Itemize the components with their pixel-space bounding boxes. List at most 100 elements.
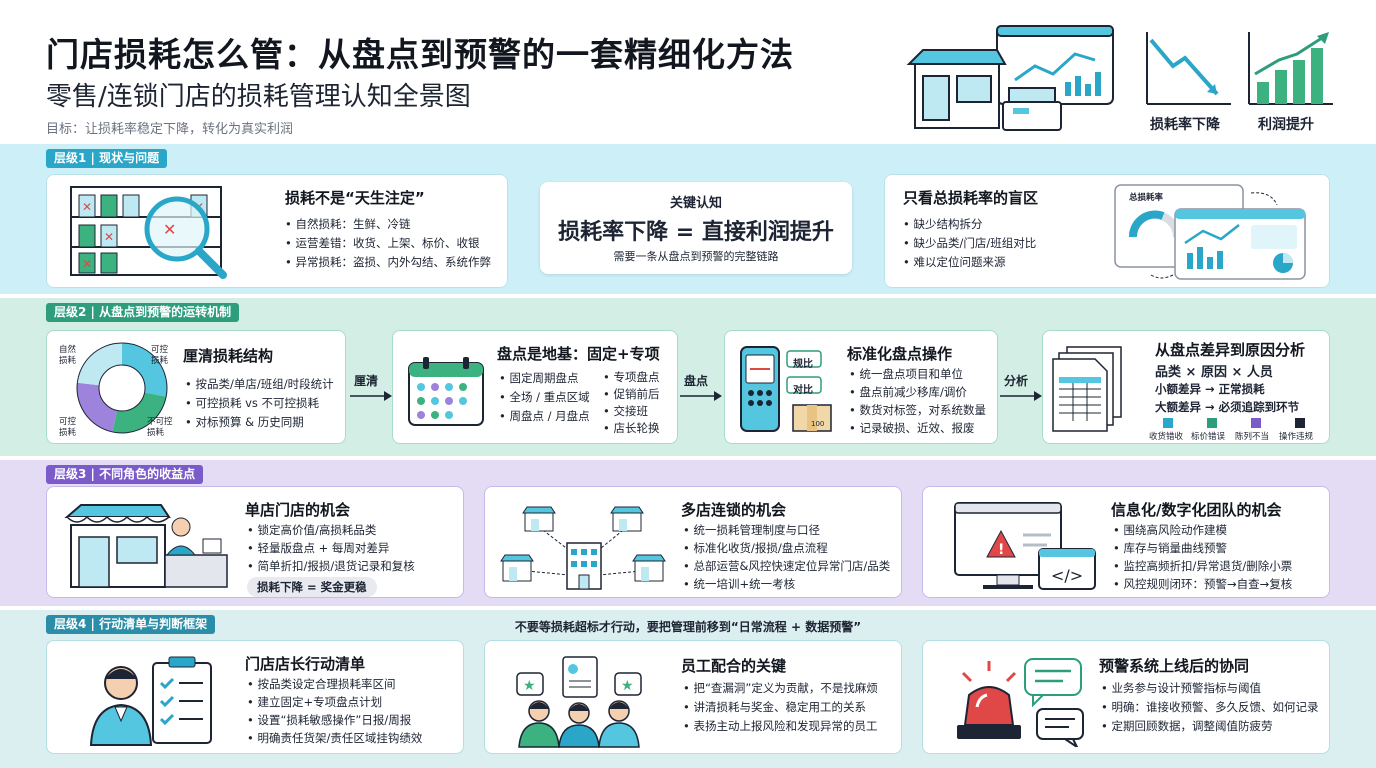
list-item: 建立固定+专项盘点计划 [247, 693, 422, 711]
cause-pricing: 标价错误 [1191, 432, 1226, 442]
svg-text:★: ★ [621, 678, 634, 694]
svg-text:</>: </> [1051, 566, 1083, 585]
list-item: 记录破损、近效、报废 [849, 419, 986, 437]
level2-card2-right-list: 专项盘点 促销前后 交接班 店长轮换 [603, 369, 659, 437]
level2-card4-title: 从盘点差异到原因分析 [1155, 341, 1306, 359]
arrow-right-icon [1000, 391, 1042, 401]
list-item: 简单折扣/报损/退货记录和复核 [247, 557, 414, 575]
level2-card2-left-list: 固定周期盘点 全场 / 重点区域 周盘点 / 月盘点 [499, 369, 590, 426]
cause-receiving: 收货错收 [1149, 432, 1184, 442]
list-item: 周盘点 / 月盘点 [499, 407, 589, 426]
pie-label-controllable-2: 可控损耗 [59, 417, 77, 438]
header: 门店损耗怎么管：从盘点到预警的一套精细化方法 零售/连锁门店的损耗管理认知全景图… [0, 0, 1376, 142]
svg-text:✕: ✕ [82, 257, 92, 271]
manager-checklist-icon [89, 656, 212, 746]
arrow-right-icon [350, 391, 392, 401]
trend-down-chart-icon [1146, 32, 1231, 105]
level4-card-manager: 门店店长行动清单 按品类设定合理损耗率区间 建立固定+专项盘点计划 设置“损耗敏… [46, 640, 464, 754]
level1-card3-title: 只看总损耗率的盲区 [903, 189, 1039, 207]
level2-card3-list: 统一盘点项目和单位 盘点前减少移库/调价 数货对标签，对系统数量 记录破损、近效… [849, 365, 986, 437]
level1-card-loss-types: ✕ ✕ ✕ ✕ ✕ 损耗不是“天生注定” 自然损耗：生鲜、冷链 运营差错：收货、… [46, 174, 508, 288]
level4-card2-title: 员工配合的关键 [681, 657, 787, 675]
team-feedback-icon: ★ ★ [516, 656, 642, 748]
level2-card1-list: 按品类/单店/班组/时段统计 可控损耗 vs 不可控损耗 对标预算 & 历史同期 [185, 375, 334, 432]
list-item: 盘点前减少移库/调价 [849, 383, 986, 401]
list-item: 交接班 [603, 403, 659, 420]
cause-icons-row [1163, 418, 1305, 428]
box-label: 100 [811, 420, 825, 428]
level2-card2-title: 盘点是地基：固定+专项 [497, 345, 660, 363]
level3-card-digital: ! </> 信息化/数字化团队的机会 围绕高风险动作建模 库存与销量曲线预警 监… [922, 486, 1330, 598]
list-item: 业务参与设计预警指标与阈值 [1101, 679, 1318, 698]
shelf-magnifier-icon: ✕ ✕ ✕ ✕ ✕ [70, 186, 227, 279]
level2-section: 层级2 | 从盘点到预警的运转机制 自然损耗 可控损耗 可控损耗 不可控损耗 厘… [0, 298, 1376, 456]
list-item: 风控规则闭环：预警→自查→复核 [1113, 575, 1292, 593]
level4-card1-list: 按品类设定合理损耗率区间 建立固定+专项盘点计划 设置“损耗敏感操作”日报/周报… [247, 675, 422, 747]
list-item: 明确：谁接收预警、多久反馈、如何记录 [1101, 698, 1318, 717]
level4-card2-list: 把“查漏洞”定义为贡献，不是找麻烦 讲清损耗与奖金、稳定用工的关系 表扬主动上报… [683, 679, 878, 736]
analysis-small-diff: 小额差异 → 正常损耗 [1155, 382, 1265, 396]
list-item: 固定周期盘点 [499, 369, 590, 388]
level1-card-key-insight: 关键认知 损耗率下降 = 直接利润提升 需要一条从盘点到预警的完整链路 [540, 182, 852, 274]
page-subtitle: 零售/连锁门店的损耗管理认知全景图 [46, 82, 471, 112]
loss-structure-donut-icon [76, 342, 168, 434]
level3-card2-list: 统一损耗管理制度与口径 标准化收货/报损/盘点流程 总部运营&风控快速定位异常门… [683, 521, 890, 593]
key-insight-label: 关键认知 [669, 196, 722, 211]
cause-display: 陈列不当 [1235, 432, 1270, 442]
list-item: 按品类/单店/班组/时段统计 [185, 375, 333, 394]
level3-card1-list: 锁定高价值/高损耗品类 轻量版盘点 + 每周对差异 简单折扣/报损/退货记录和复… [247, 521, 415, 575]
level3-tag: 层级3 | 不同角色的收益点 [46, 465, 204, 484]
list-item: 设置“损耗敏感操作”日报/周报 [247, 711, 422, 729]
level4-card1-title: 门店店长行动清单 [245, 655, 366, 673]
level1-card3-list: 缺少结构拆分 缺少品类/门店/班组对比 难以定位问题来源 [903, 215, 1036, 272]
level2-card-analysis: 从盘点差异到原因分析 品类 × 原因 × 人员 小额差异 → 正常损耗 大额差异… [1042, 330, 1330, 444]
monitor-alert-code-icon: ! </> [954, 502, 1096, 590]
store-clerk-icon [64, 504, 228, 588]
list-item: 对标预算 & 历史同期 [185, 413, 334, 432]
dashboard-icon [1114, 184, 1306, 280]
scanner-tag-2: 对比 [793, 385, 813, 396]
list-item: 统一损耗管理制度与口径 [683, 521, 890, 539]
arrow-label-clarify: 厘清 [354, 374, 379, 388]
level3-card3-title: 信息化/数字化团队的机会 [1111, 501, 1282, 519]
list-item: 可控损耗 vs 不可控损耗 [185, 394, 334, 413]
analysis-formula: 品类 × 原因 × 人员 [1155, 365, 1273, 380]
level1-card1-title: 损耗不是“天生注定” [285, 189, 425, 207]
list-item: 围绕高风险动作建模 [1113, 521, 1292, 539]
key-insight-headline: 损耗率下降 = 直接利润提升 [558, 220, 834, 245]
list-item: 库存与销量曲线预警 [1113, 539, 1292, 557]
cause-violation: 操作违规 [1279, 432, 1314, 442]
level4-card-employee: ★ ★ 员工配合的关键 把“查漏洞”定义为贡献，不是找麻烦 讲清损耗与奖金、稳定… [484, 640, 902, 754]
list-item: 统一盘点项目和单位 [849, 365, 986, 383]
list-item: 运营差错：收货、上架、标价、收银 [285, 234, 491, 253]
list-item: 数货对标签，对系统数量 [849, 401, 986, 419]
list-item: 讲清损耗与奖金、稳定用工的关系 [683, 698, 878, 717]
bonus-pill: 损耗下降 = 奖金更稳 [247, 577, 377, 597]
key-insight-note: 需要一条从盘点到预警的完整链路 [613, 250, 779, 263]
trend-up-chart-icon [1248, 32, 1333, 105]
scanner-tag-1: 规比 [793, 359, 813, 370]
list-item: 明确责任货架/责任区域挂钩绩效 [247, 729, 422, 747]
level3-card-chain: 多店连锁的机会 统一损耗管理制度与口径 标准化收货/报损/盘点流程 总部运营&风… [484, 486, 902, 598]
list-item: 异常损耗：盗损、内外勾结、系统作弊 [285, 253, 491, 272]
analysis-large-diff: 大额差异 → 必须追踪到环节 [1155, 400, 1300, 414]
pie-label-natural: 自然损耗 [59, 345, 77, 366]
svg-text:★: ★ [523, 678, 536, 694]
list-item: 按品类设定合理损耗率区间 [247, 675, 422, 693]
list-item: 统一培训+统一考核 [683, 575, 890, 593]
level3-card-single-store: 单店门店的机会 锁定高价值/高损耗品类 轻量版盘点 + 每周对差异 简单折扣/报… [46, 486, 464, 598]
list-item: 难以定位问题来源 [903, 253, 1036, 272]
level4-card-alert-system: 预警系统上线后的协同 业务参与设计预警指标与阈值 明确：谁接收预警、多久反馈、如… [922, 640, 1330, 754]
list-item: 表扬主动上报风险和发现异常的员工 [683, 717, 878, 736]
level2-card1-title: 厘清损耗结构 [183, 347, 274, 365]
list-item-text: 全场 / 重点区域 [509, 390, 590, 404]
level4-card3-title: 预警系统上线后的协同 [1099, 657, 1250, 675]
level2-card3-title: 标准化盘点操作 [847, 345, 953, 363]
report-documents-icon [1052, 346, 1122, 432]
pie-label-controllable: 可控损耗 [151, 345, 169, 366]
list-item: 轻量版盘点 + 每周对差异 [247, 539, 415, 557]
svg-text:✕: ✕ [82, 200, 92, 214]
chain-network-icon [500, 506, 666, 590]
list-item: 标准化收货/报损/盘点流程 [683, 539, 890, 557]
trend-down-label: 损耗率下降 [1150, 117, 1220, 133]
